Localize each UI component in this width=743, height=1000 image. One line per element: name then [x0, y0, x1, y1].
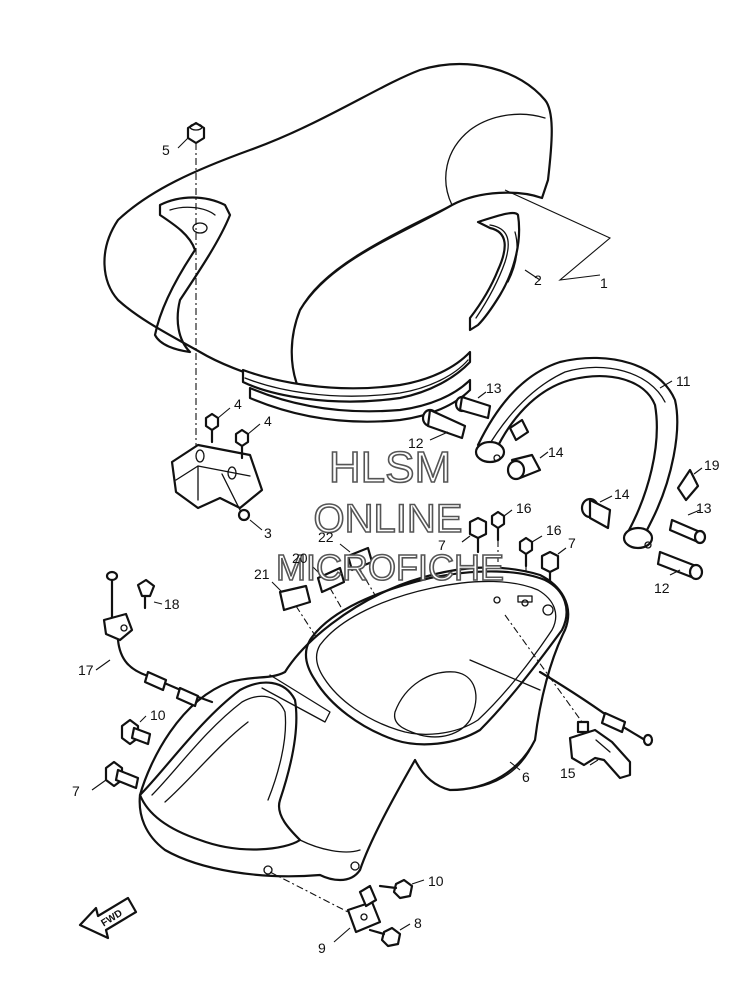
callout-11: 11 [676, 373, 691, 389]
callout-2: 2 [534, 272, 542, 288]
bolt-12b [656, 550, 704, 581]
callout-3: 3 [264, 525, 272, 541]
caution-label-22 [339, 543, 374, 572]
callout-15: 15 [560, 765, 576, 781]
callout-9: 9 [318, 940, 326, 956]
callout-20: 20 [292, 550, 308, 566]
bolt-4b [234, 423, 261, 460]
callout-17: 17 [78, 662, 94, 678]
caution-label-21 [271, 581, 312, 612]
callout-13b: 13 [696, 500, 712, 516]
callout-numbers: 1 2 3 4 4 5 6 7 7 7 8 9 10 10 11 12 12 1… [72, 142, 720, 956]
watermark: HLSM ONLINE MICROFICHE [275, 442, 505, 589]
bolt-12a [421, 408, 467, 441]
leader-2 [524, 269, 541, 281]
bolt-13a [454, 391, 492, 420]
callout-7c: 7 [72, 783, 80, 799]
callout-22: 22 [318, 529, 334, 545]
watermark-line-1: HLSM [329, 443, 451, 492]
seat-seal-band [468, 211, 521, 332]
callout-6: 6 [522, 769, 530, 785]
bolt-4a [204, 407, 231, 444]
screw-16b [518, 535, 543, 568]
axis-line-15 [504, 614, 583, 723]
callout-21: 21 [254, 566, 270, 582]
callout-14b: 14 [614, 486, 630, 502]
screw-18 [136, 578, 163, 610]
screw-16a [490, 509, 513, 542]
callout-10a: 10 [150, 707, 166, 723]
bolt-8 [368, 923, 411, 948]
callout-10b: 10 [428, 873, 444, 889]
callout-18: 18 [164, 596, 180, 612]
callout-12b: 12 [654, 580, 670, 596]
fwd-direction-marker: FWD [78, 896, 138, 940]
seat-part [103, 63, 553, 423]
bolt-7b [540, 547, 567, 586]
caution-label-20 [311, 565, 346, 594]
bolt-10a [120, 715, 152, 746]
callout-16a: 16 [516, 500, 532, 516]
label-plate-19 [676, 467, 703, 502]
callout-13a: 13 [486, 380, 502, 396]
bolt-5 [177, 121, 206, 149]
callout-1: 1 [600, 275, 608, 291]
callout-19: 19 [704, 457, 720, 473]
hinge-bracket-3 [170, 443, 264, 531]
grab-bar-11 [474, 356, 679, 550]
watermark-line-2: ONLINE [314, 497, 463, 541]
seat-lock-cable-17 [95, 570, 654, 747]
callout-8: 8 [414, 915, 422, 931]
callout-12a: 12 [408, 435, 424, 451]
callout-4a: 4 [234, 396, 242, 412]
seat-lock-15 [568, 720, 632, 780]
leader-1 [504, 189, 612, 281]
bracket-9 [333, 884, 382, 943]
bolt-10b [378, 878, 425, 900]
callout-5: 5 [162, 142, 170, 158]
callout-16b: 16 [546, 522, 562, 538]
callout-4b: 4 [264, 413, 272, 429]
collar-14b [580, 495, 613, 530]
bolt-7c [91, 760, 140, 791]
storage-box-6 [138, 566, 570, 882]
forward-arrow-icon [78, 896, 138, 940]
watermark-line-3: MICROFICHE [276, 547, 504, 588]
callout-7a: 7 [438, 537, 446, 553]
callout-14a: 14 [548, 444, 564, 460]
axis-line-21 [295, 605, 361, 706]
callout-7b: 7 [568, 535, 576, 551]
collar-14a [506, 451, 549, 481]
bolt-13b [668, 509, 707, 545]
bolt-7a [461, 516, 488, 554]
